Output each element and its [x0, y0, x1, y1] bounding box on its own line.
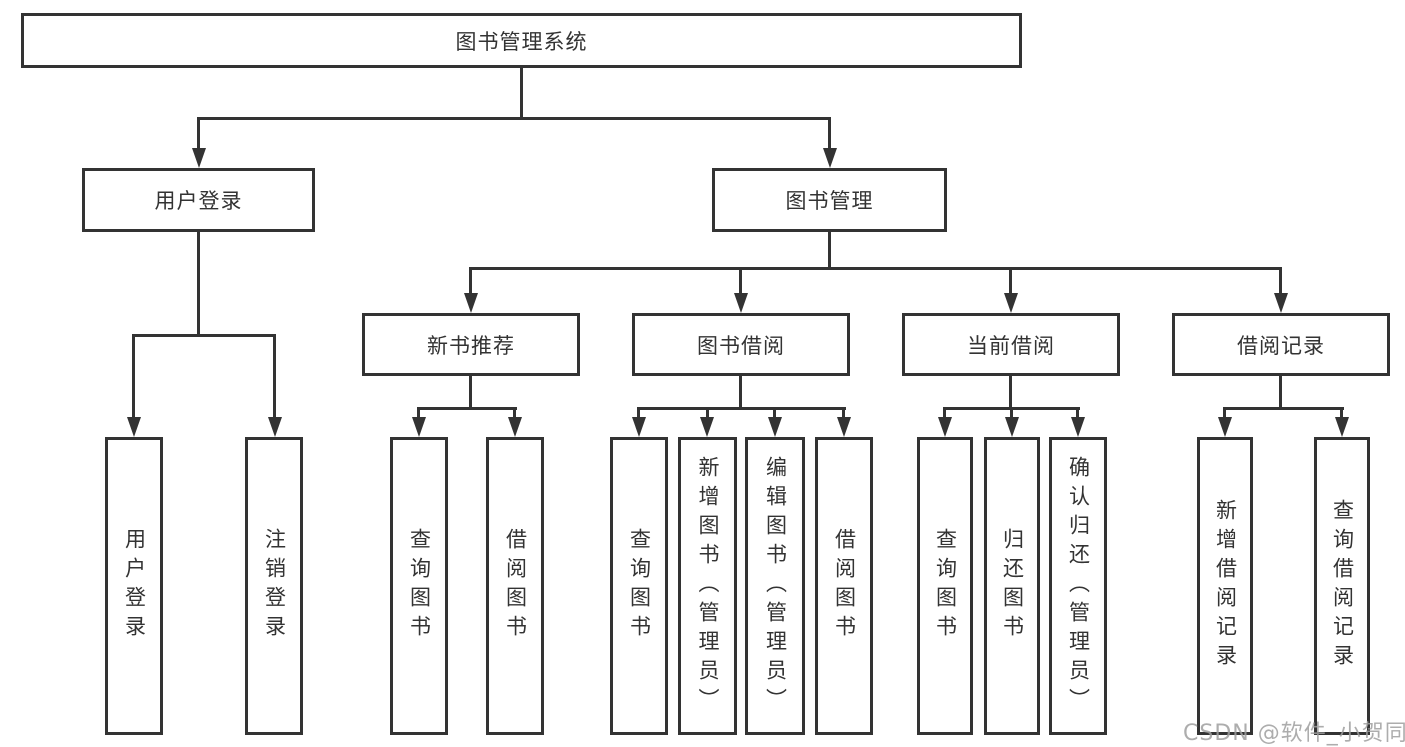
node-book-borrow-label: 图书借阅 [697, 333, 785, 358]
node-book-management-label: 图书管理 [785, 189, 874, 213]
arrow-down-icon [127, 417, 141, 437]
leaf-return-book: 归还图书 [984, 437, 1040, 735]
leaf-return-book-label: 归还图书 [1000, 528, 1025, 644]
node-borrow-records: 借阅记录 [1172, 313, 1390, 376]
leaf-query-borrow-record-label: 查询借阅记录 [1330, 499, 1355, 673]
arrow-down-icon [734, 293, 748, 313]
connector-line [520, 68, 523, 118]
leaf-borrow-query-label: 查询图书 [627, 528, 652, 644]
leaf-borrow-edit-admin-label: 编辑图书（管理员） [763, 455, 788, 717]
arrow-down-icon [412, 417, 426, 437]
connector-line [1009, 268, 1012, 293]
watermark: CSDN @软件_小贺同学 [1183, 721, 1405, 746]
connector-line [637, 407, 846, 410]
connector-line [1340, 408, 1343, 417]
leaf-current-query-label: 查询图书 [933, 528, 958, 644]
connector-line [197, 118, 200, 148]
connector-line [197, 232, 200, 335]
leaf-borrow-book-label: 借阅图书 [832, 528, 857, 644]
node-root-label: 图书管理系统 [455, 29, 588, 54]
arrow-down-icon [823, 148, 837, 168]
connector-line [469, 268, 472, 293]
leaf-borrow-book: 借阅图书 [815, 437, 873, 735]
connector-line [842, 408, 845, 417]
connector-line [706, 408, 709, 417]
node-book-borrow: 图书借阅 [632, 313, 850, 376]
arrow-down-icon [1218, 417, 1232, 437]
leaf-user-login-label: 用户登录 [122, 528, 147, 644]
leaf-newbooks-query-label: 查询图书 [407, 528, 432, 644]
node-book-management: 图书管理 [712, 168, 947, 232]
connector-line [469, 376, 472, 408]
connector-line [1279, 376, 1282, 408]
arrow-down-icon [464, 293, 478, 313]
arrow-down-icon [837, 417, 851, 437]
connector-line [1223, 408, 1226, 417]
leaf-confirm-return-admin-label: 确认归还（管理员） [1066, 455, 1091, 717]
arrow-down-icon [1005, 417, 1019, 437]
connector-line [1076, 408, 1079, 417]
connector-line [469, 267, 1282, 270]
connector-line [417, 407, 517, 410]
leaf-logout: 注销登录 [245, 437, 303, 735]
connector-line [1223, 407, 1344, 410]
node-user-login: 用户登录 [82, 168, 315, 232]
arrow-down-icon [1004, 293, 1018, 313]
connector-line [828, 118, 831, 148]
node-current-borrow: 当前借阅 [902, 313, 1120, 376]
leaf-user-login: 用户登录 [105, 437, 163, 735]
connector-line [1010, 408, 1013, 417]
node-user-login-label: 用户登录 [154, 189, 243, 213]
connector-line [1279, 268, 1282, 293]
leaf-newbooks-borrow: 借阅图书 [486, 437, 544, 735]
arrow-down-icon [1335, 417, 1349, 437]
connector-line [132, 334, 276, 337]
arrow-down-icon [1071, 417, 1085, 437]
leaf-add-borrow-record: 新增借阅记录 [1197, 437, 1253, 735]
leaf-borrow-edit-admin: 编辑图书（管理员） [745, 437, 805, 735]
leaf-confirm-return-admin: 确认归还（管理员） [1049, 437, 1107, 735]
leaf-query-borrow-record: 查询借阅记录 [1314, 437, 1370, 735]
leaf-newbooks-borrow-label: 借阅图书 [503, 528, 528, 644]
connector-line [197, 117, 831, 120]
connector-line [637, 408, 640, 417]
node-borrow-records-label: 借阅记录 [1237, 333, 1325, 358]
arrow-down-icon [700, 417, 714, 437]
leaf-current-query: 查询图书 [917, 437, 973, 735]
leaf-borrow-add-admin: 新增图书（管理员） [678, 437, 737, 735]
arrow-down-icon [1274, 293, 1288, 313]
connector-line [417, 408, 420, 417]
connector-line [943, 408, 946, 417]
arrow-down-icon [938, 417, 952, 437]
node-root: 图书管理系统 [21, 13, 1022, 68]
leaf-add-borrow-record-label: 新增借阅记录 [1213, 499, 1238, 673]
arrow-down-icon [632, 417, 646, 437]
leaf-borrow-query: 查询图书 [610, 437, 668, 735]
arrow-down-icon [192, 148, 206, 168]
leaf-borrow-add-admin-label: 新增图书（管理员） [696, 455, 720, 717]
leaf-newbooks-query: 查询图书 [390, 437, 448, 735]
connector-line [513, 408, 516, 417]
connector-line [739, 376, 742, 408]
connector-line [273, 335, 276, 417]
connector-line [132, 335, 135, 417]
node-new-book-recommend-label: 新书推荐 [427, 333, 515, 358]
connector-line [773, 408, 776, 417]
leaf-logout-label: 注销登录 [262, 528, 287, 644]
node-new-book-recommend: 新书推荐 [362, 313, 580, 376]
connector-line [828, 232, 831, 268]
connector-line [739, 268, 742, 293]
connector-line [1009, 376, 1012, 408]
arrow-down-icon [508, 417, 522, 437]
arrow-down-icon [768, 417, 782, 437]
arrow-down-icon [268, 417, 282, 437]
node-current-borrow-label: 当前借阅 [967, 333, 1055, 358]
